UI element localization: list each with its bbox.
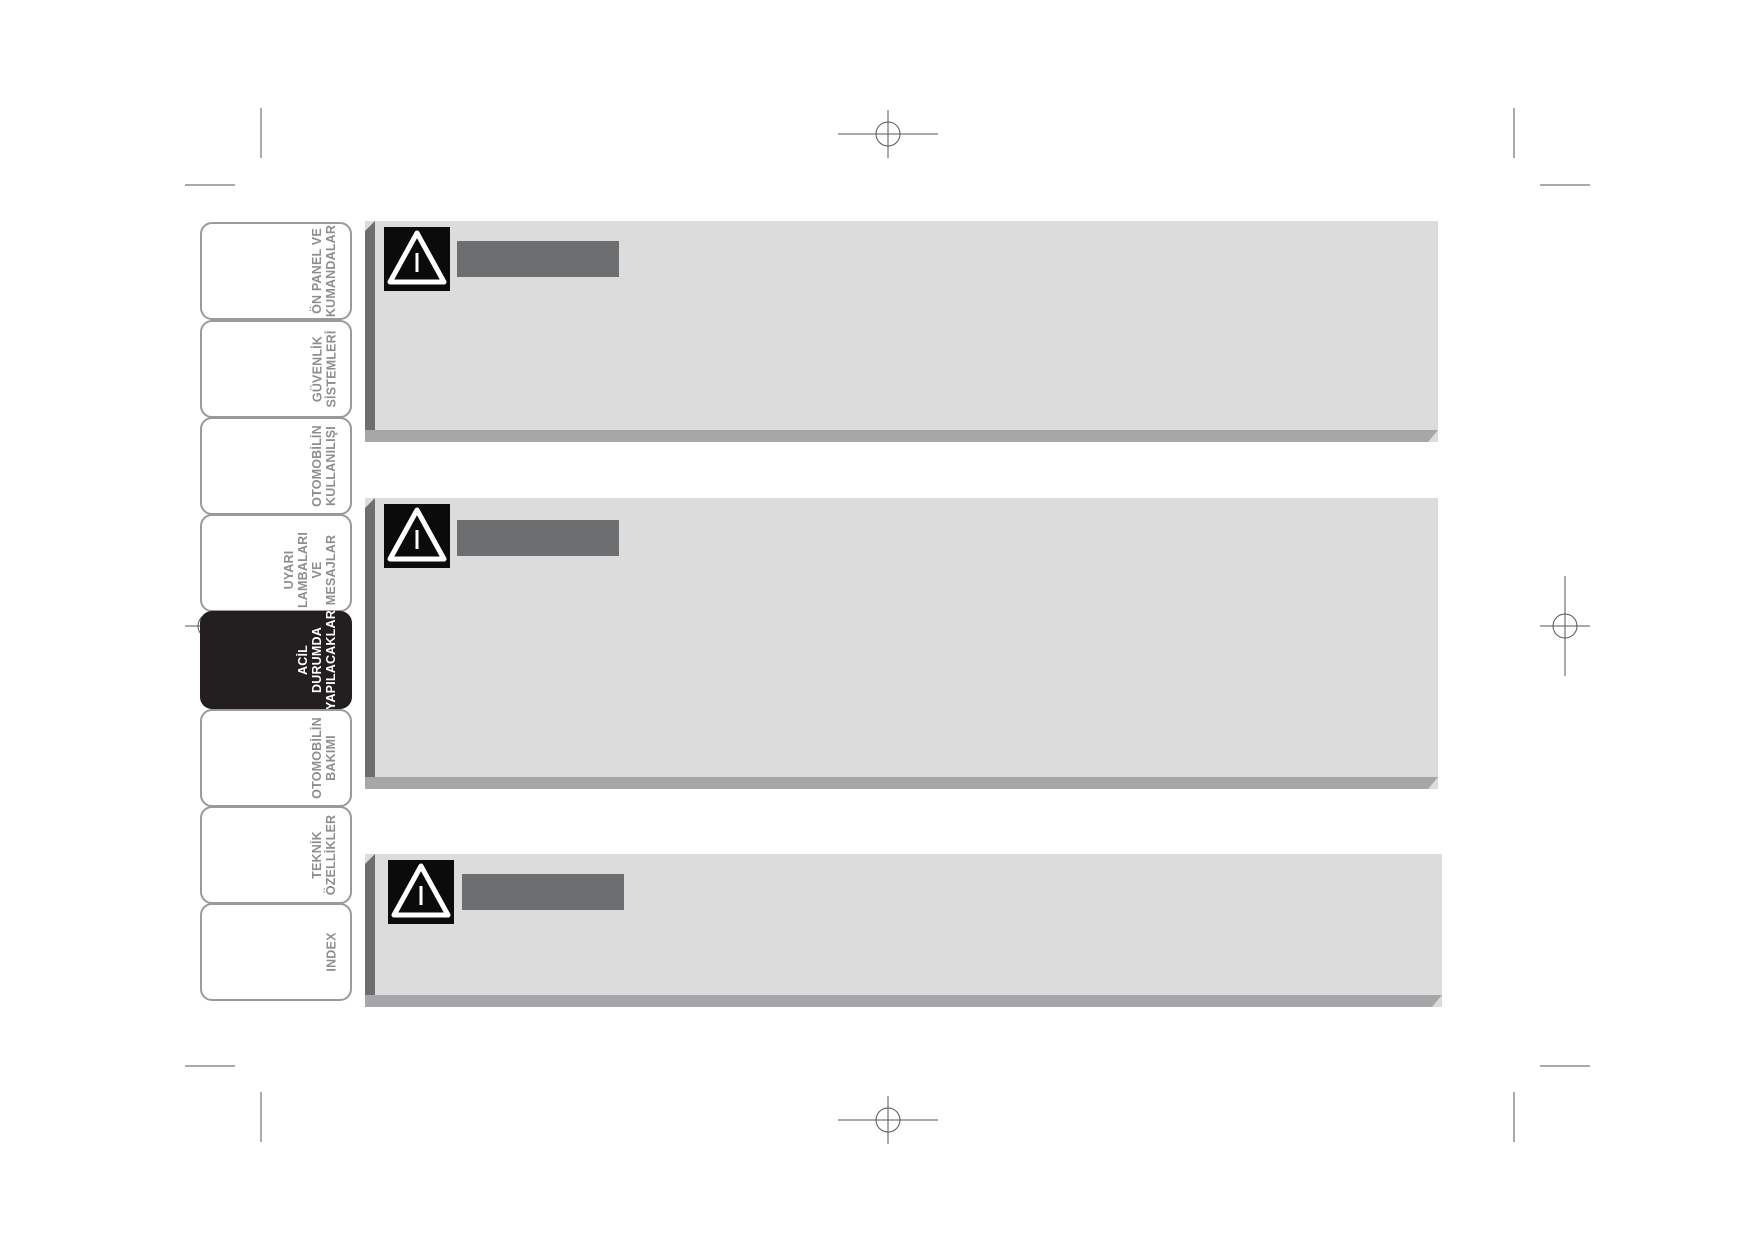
tab-label: OTOMOBİLİN BAKIMI [309,717,338,799]
tab-otomobilin-bakimi[interactable]: OTOMOBİLİN BAKIMI [200,709,352,807]
warning-box-3 [365,854,1442,1007]
tab-label: ACİL DURUMDA YAPILACAKLAR [295,610,338,710]
tab-label: OTOMOBİLİN KULLANILIŞI [309,425,338,507]
tab-label: INDEX [324,932,339,972]
tab-otomobilin-kullanilisi[interactable]: OTOMOBİLİN KULLANILIŞI [200,417,352,515]
warning-triangle-icon [384,227,450,291]
tab-acil-durumda-yapilacaklar[interactable]: ACİL DURUMDA YAPILACAKLAR [200,610,352,710]
warning-triangle-icon [388,860,454,924]
warning-title-bar [457,520,619,556]
tab-teknik-ozellikler[interactable]: TEKNİK ÖZELLİKLER [200,806,352,904]
warning-title-bar [457,241,619,277]
tab-guvenlik-sistemleri[interactable]: GÜVENLİK SİSTEMLERİ [200,320,352,418]
warning-title-bar [462,874,624,910]
tab-label: ÖN PANEL VE KUMANDALAR [310,224,339,318]
tab-index[interactable]: INDEX [200,903,352,1001]
tab-label: GÜVENLİK SİSTEMLERİ [310,330,339,408]
tab-on-panel-ve-kumandalar[interactable]: ÖN PANEL VE KUMANDALAR [200,222,352,320]
warning-box-1 [365,221,1438,442]
tab-label: TEKNİK ÖZELLİKLER [310,814,339,896]
warning-box-2 [365,498,1438,789]
warning-triangle-icon [384,504,450,568]
tab-label: UYARI LAMBALARI VE MESAJLAR [281,531,338,609]
tab-uyari-lambalari-ve-mesajlar[interactable]: UYARI LAMBALARI VE MESAJLAR [200,514,352,612]
